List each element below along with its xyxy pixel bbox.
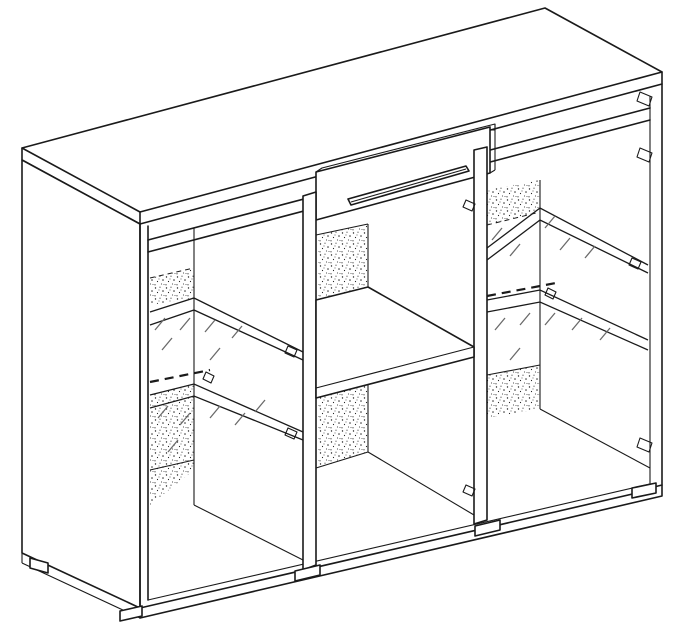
- hinge-icon: [202, 345, 298, 440]
- glass-shelf-left-lower: [149, 383, 304, 441]
- left-side-panel: [21, 159, 141, 619]
- vertical-divider-left: [302, 191, 317, 571]
- front-frame: [139, 223, 663, 619]
- glass-shelf-left-upper: [149, 297, 304, 384]
- glass-reflection-left: [154, 317, 266, 453]
- middle-compartment: [315, 223, 475, 516]
- foot-front-right: [474, 519, 501, 537]
- hinge-icon: [462, 91, 653, 497]
- right-side-panel: [649, 83, 663, 489]
- foot-front-left: [29, 557, 143, 622]
- feet: [29, 482, 657, 622]
- middle-shelf: [315, 286, 475, 399]
- vertical-divider-right: [473, 146, 488, 525]
- glass-reflection-right: [491, 215, 611, 361]
- left-compartment: [149, 267, 304, 561]
- glass-shelf-right-lower: [486, 289, 649, 351]
- foot-front-middle: [294, 564, 321, 582]
- drawer: [315, 123, 496, 221]
- right-compartment: [462, 91, 653, 497]
- glass-shelf-right-upper: [486, 207, 649, 298]
- drawer-handle: [347, 165, 470, 206]
- foot-back-right: [631, 482, 657, 499]
